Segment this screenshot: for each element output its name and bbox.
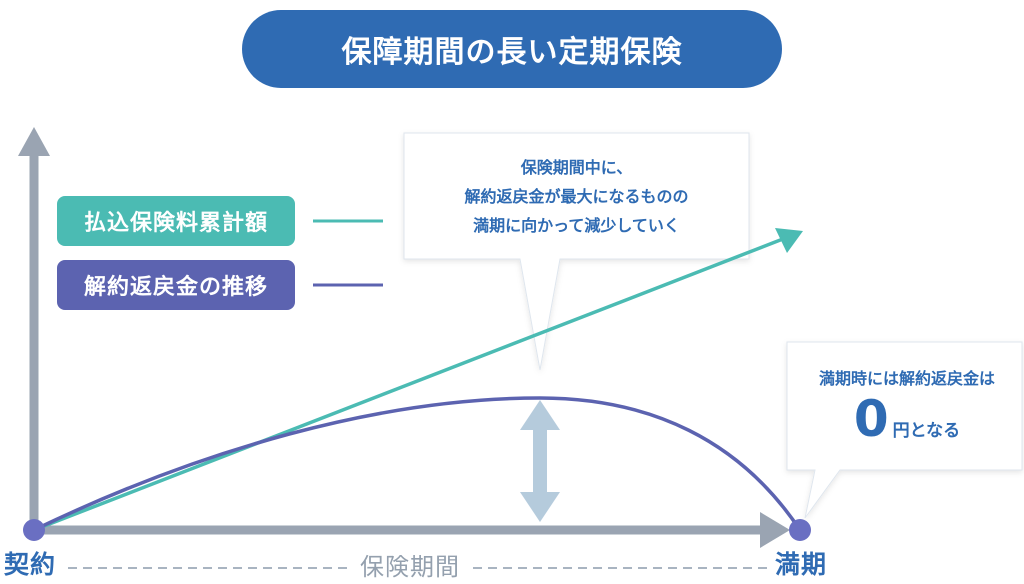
page-title: 保障期間の長い定期保険 (242, 10, 782, 88)
callout-right-line1: 満期時には解約返戻金は (818, 369, 995, 388)
legend-premium: 払込保険料累計額 (57, 196, 295, 246)
callout-right-bubble (786, 341, 1023, 519)
premium-arrow-icon (775, 228, 803, 253)
x-axis-arrow-icon (760, 512, 790, 548)
axis-end-label: 満期 (775, 550, 828, 579)
premium-line (33, 235, 789, 532)
axis-middle-label: 保険期間 (350, 547, 470, 582)
callout-right-big-value: 0 (853, 390, 889, 448)
y-axis-arrow-icon (18, 127, 50, 156)
callout-top: 保険期間中に、 解約返戻金が最大になるものの 満期に向かって減少していく (404, 133, 749, 259)
legend-refund: 解約返戻金の推移 (57, 260, 295, 310)
axis-start-label: 契約 (4, 550, 57, 579)
callout-top-line1: 保険期間中に、 (520, 157, 633, 177)
callout-right-value-row: 0 円となる (854, 391, 960, 447)
refund-curve (33, 396, 802, 532)
start-point-icon (23, 519, 45, 541)
callout-top-bubble (403, 132, 750, 371)
double-vertical-arrow-icon (520, 400, 560, 522)
end-point-icon (789, 519, 811, 541)
callout-right-unit: 円となる (892, 421, 961, 441)
callout-top-line3: 満期に向かって減少していく (473, 215, 680, 235)
callout-top-line2: 解約返戻金が最大になるものの (464, 186, 689, 206)
callout-right: 満期時には解約返戻金は 0 円となる (787, 342, 1024, 470)
